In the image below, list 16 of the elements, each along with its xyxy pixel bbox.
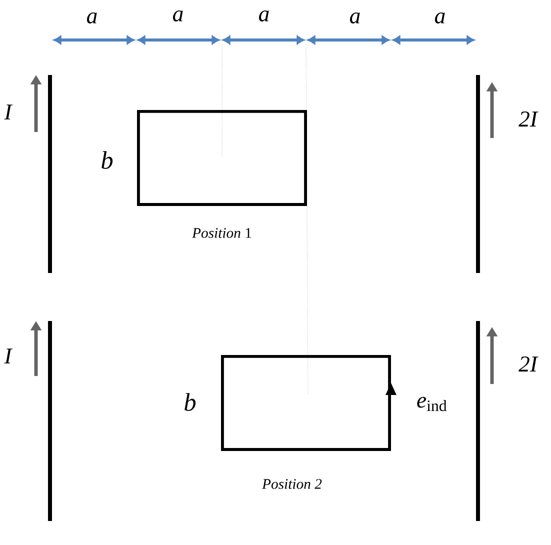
dimension-label: a — [259, 10, 269, 22]
position-label: Position 1 — [192, 228, 252, 238]
emf-label: e$_{ind}$ — [417, 396, 447, 412]
dimension-label: a — [87, 12, 97, 24]
loop-rectangle — [137, 110, 307, 206]
current-label: 2I — [518, 356, 538, 372]
current-label: I — [4, 104, 13, 120]
position-label: Position 2 — [262, 479, 322, 489]
dimension-label: a — [435, 12, 445, 24]
current-label: I — [4, 348, 13, 364]
loop-rectangle — [221, 355, 391, 451]
current-label: 2I — [518, 111, 538, 126]
dimension-label: a — [173, 10, 183, 22]
dimension-label: a — [350, 12, 360, 24]
side-label: b — [184, 393, 196, 411]
side-label: b — [102, 151, 113, 169]
